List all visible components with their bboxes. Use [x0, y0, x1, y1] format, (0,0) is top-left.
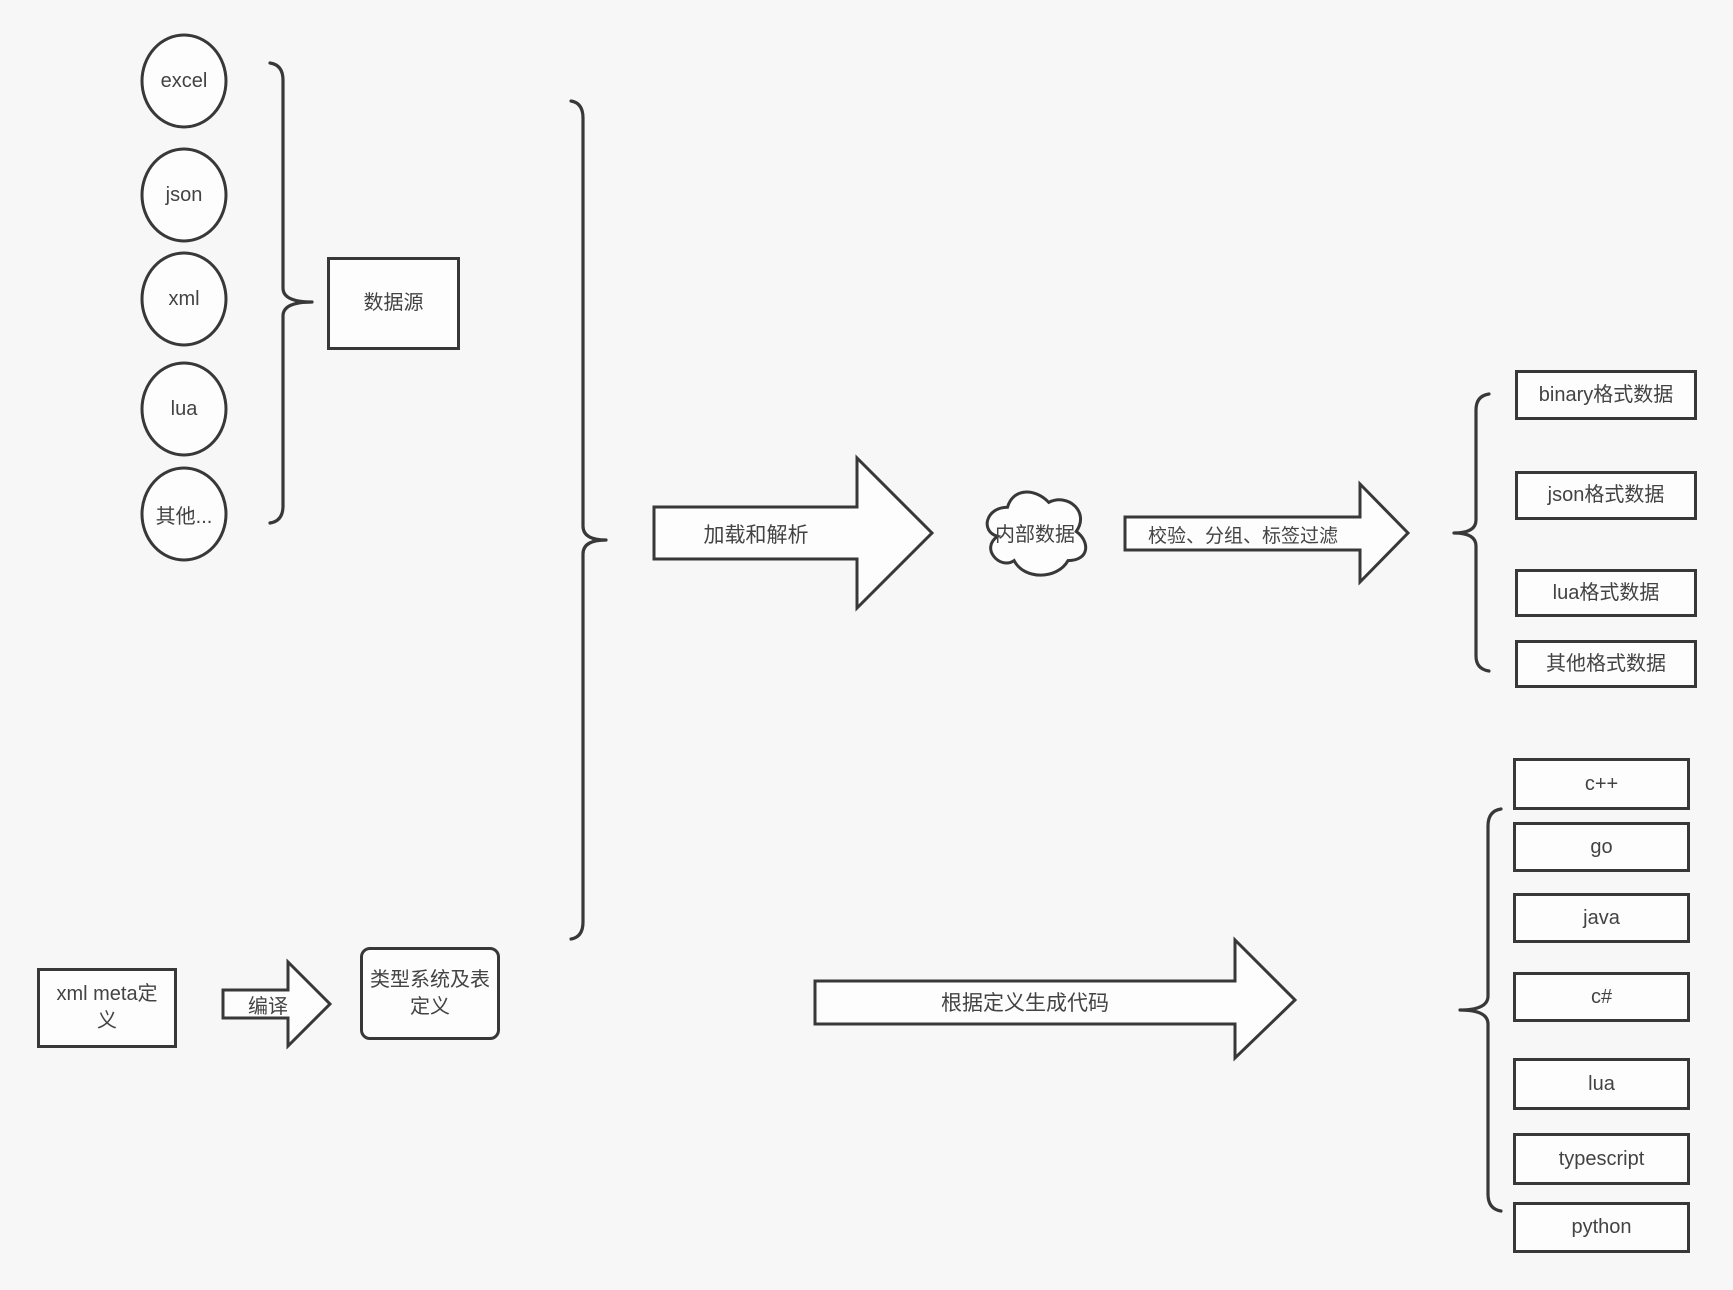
brace-languages	[1458, 807, 1503, 1213]
box-lang-csharp: c#	[1513, 972, 1690, 1022]
arrow-filter	[1123, 480, 1411, 586]
box-lang-python: python	[1513, 1202, 1690, 1253]
lang-csharp-label: c#	[1590, 985, 1613, 1008]
source-label-json: json	[165, 183, 203, 206]
source-label-other: 其他...	[155, 505, 213, 528]
data-source-label: 数据源	[363, 292, 424, 314]
box-xml-meta: xml meta定义	[37, 968, 177, 1048]
ellipse-lua	[140, 361, 228, 457]
box-format-json: json格式数据	[1515, 471, 1697, 520]
arrow-load-parse	[652, 454, 935, 612]
load-parse-label: 加载和解析	[703, 523, 809, 547]
arrow-generate-code	[813, 936, 1298, 1062]
source-label-excel: excel	[160, 69, 208, 92]
cloud-internal-data	[985, 490, 1088, 577]
brace-formats	[1452, 392, 1491, 673]
brace-left-group	[569, 99, 608, 941]
format-other-label: 其他格式数据	[1546, 652, 1666, 675]
ellipse-other	[140, 466, 228, 562]
type-system-label: 类型系统及表定义	[370, 968, 490, 1018]
format-lua-label: lua格式数据	[1552, 581, 1660, 604]
box-lang-typescript: typescript	[1513, 1133, 1690, 1185]
lang-lua-label: lua	[1588, 1072, 1615, 1095]
box-data-source: 数据源	[327, 257, 460, 350]
filter-label: 校验、分组、标签过滤	[1147, 525, 1338, 547]
ellipse-json	[140, 147, 228, 243]
lang-cpp-label: c++	[1584, 772, 1619, 795]
lang-java-label: java	[1583, 906, 1620, 929]
box-lang-java: java	[1513, 893, 1690, 943]
box-format-other: 其他格式数据	[1515, 640, 1697, 688]
ellipse-xml	[140, 251, 228, 347]
box-lang-go: go	[1513, 822, 1690, 872]
internal-data-label: 内部数据	[995, 523, 1075, 546]
box-format-lua: lua格式数据	[1515, 569, 1697, 617]
lang-go-label: go	[1590, 835, 1613, 858]
format-binary-label: binary格式数据	[1538, 383, 1674, 406]
arrow-compile	[221, 958, 333, 1050]
format-json-label: json格式数据	[1547, 484, 1665, 506]
box-format-binary: binary格式数据	[1515, 370, 1697, 420]
xml-meta-label: xml meta定义	[56, 983, 158, 1032]
source-label-xml: xml	[168, 287, 200, 310]
compile-label: 编译	[248, 996, 288, 1018]
box-lang-cpp: c++	[1513, 758, 1690, 810]
source-label-lua: lua	[170, 397, 198, 420]
ellipse-excel	[140, 33, 228, 129]
lang-typescript-label: typescript	[1558, 1147, 1645, 1170]
box-lang-lua: lua	[1513, 1058, 1690, 1110]
brace-sources	[268, 61, 314, 525]
box-type-system: 类型系统及表定义	[360, 947, 500, 1040]
generate-code-label: 根据定义生成代码	[941, 992, 1109, 1015]
lang-python-label: python	[1571, 1216, 1632, 1238]
